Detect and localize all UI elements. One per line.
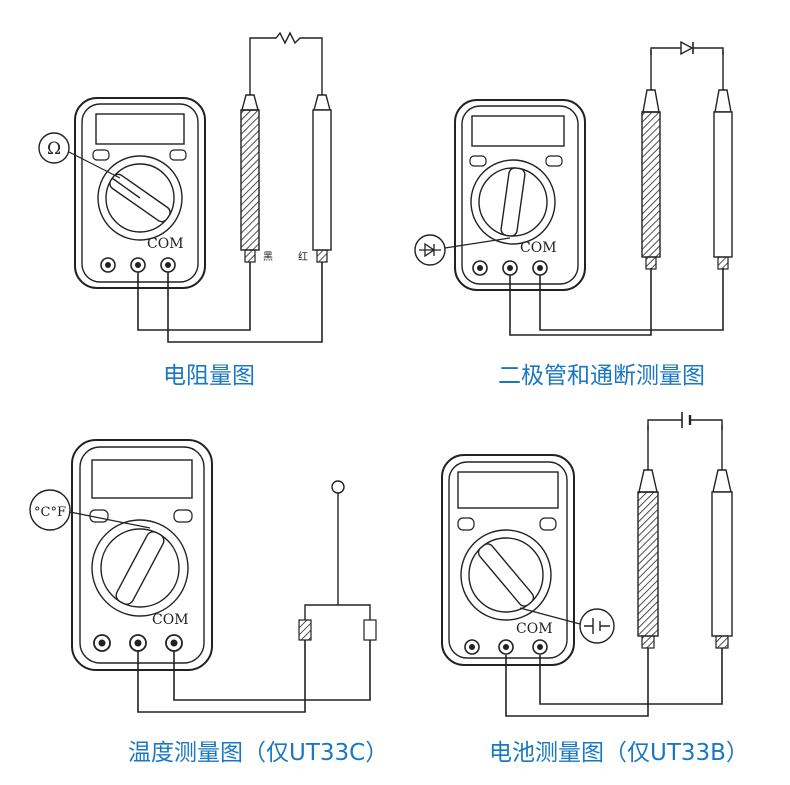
rotary-dial[interactable] bbox=[460, 529, 552, 621]
rotary-dial[interactable] bbox=[470, 159, 556, 245]
black-probe bbox=[637, 425, 659, 649]
battery-symbol-callout bbox=[519, 607, 615, 644]
com-label: COM bbox=[516, 621, 553, 637]
temperature-symbol: °C°F bbox=[34, 505, 66, 520]
red-lead-label: 红 bbox=[298, 250, 308, 263]
multimeter: COM bbox=[454, 99, 586, 291]
test-leads bbox=[137, 480, 377, 713]
multimeter: COM bbox=[71, 439, 213, 671]
resistor-icon bbox=[249, 31, 323, 45]
test-leads bbox=[505, 412, 733, 717]
thermocouple-probe-icon bbox=[298, 480, 377, 641]
com-label: COM bbox=[520, 240, 557, 256]
red-probe bbox=[312, 45, 332, 263]
test-leads bbox=[509, 40, 733, 336]
ohm-symbol: Ω bbox=[47, 139, 61, 159]
black-probe bbox=[641, 50, 661, 270]
caption-temperature: 温度测量图（仅UT33C） bbox=[128, 740, 389, 766]
ohm-symbol-callout: Ω bbox=[38, 132, 121, 179]
panel-diode: COM bbox=[414, 40, 733, 336]
caption-battery: 电池测量图（仅UT33B） bbox=[489, 740, 749, 766]
rotary-dial[interactable] bbox=[97, 155, 183, 241]
com-label: COM bbox=[147, 236, 184, 252]
input-jacks bbox=[464, 639, 548, 655]
multimeter: COM bbox=[441, 454, 575, 666]
com-label: COM bbox=[152, 612, 189, 628]
diode-symbol-callout bbox=[414, 234, 511, 266]
black-lead-label: 黑 bbox=[263, 251, 273, 263]
diode-icon bbox=[650, 40, 724, 56]
panel-resistance: COM Ω bbox=[38, 31, 332, 343]
temperature-symbol-callout: °C°F bbox=[29, 489, 151, 531]
panel-temperature: COM °C°F bbox=[29, 439, 377, 713]
panel-battery: COM bbox=[441, 412, 733, 717]
rotary-dial[interactable] bbox=[91, 519, 189, 617]
battery-icon bbox=[647, 412, 723, 430]
red-probe bbox=[711, 425, 733, 649]
caption-diode: 二极管和通断测量图 bbox=[498, 363, 705, 389]
black-probe bbox=[240, 45, 260, 263]
red-probe bbox=[713, 50, 733, 270]
test-leads: 黑 红 bbox=[137, 31, 332, 343]
caption-resistance: 电阻量图 bbox=[163, 363, 255, 389]
multimeter: COM bbox=[74, 97, 206, 289]
